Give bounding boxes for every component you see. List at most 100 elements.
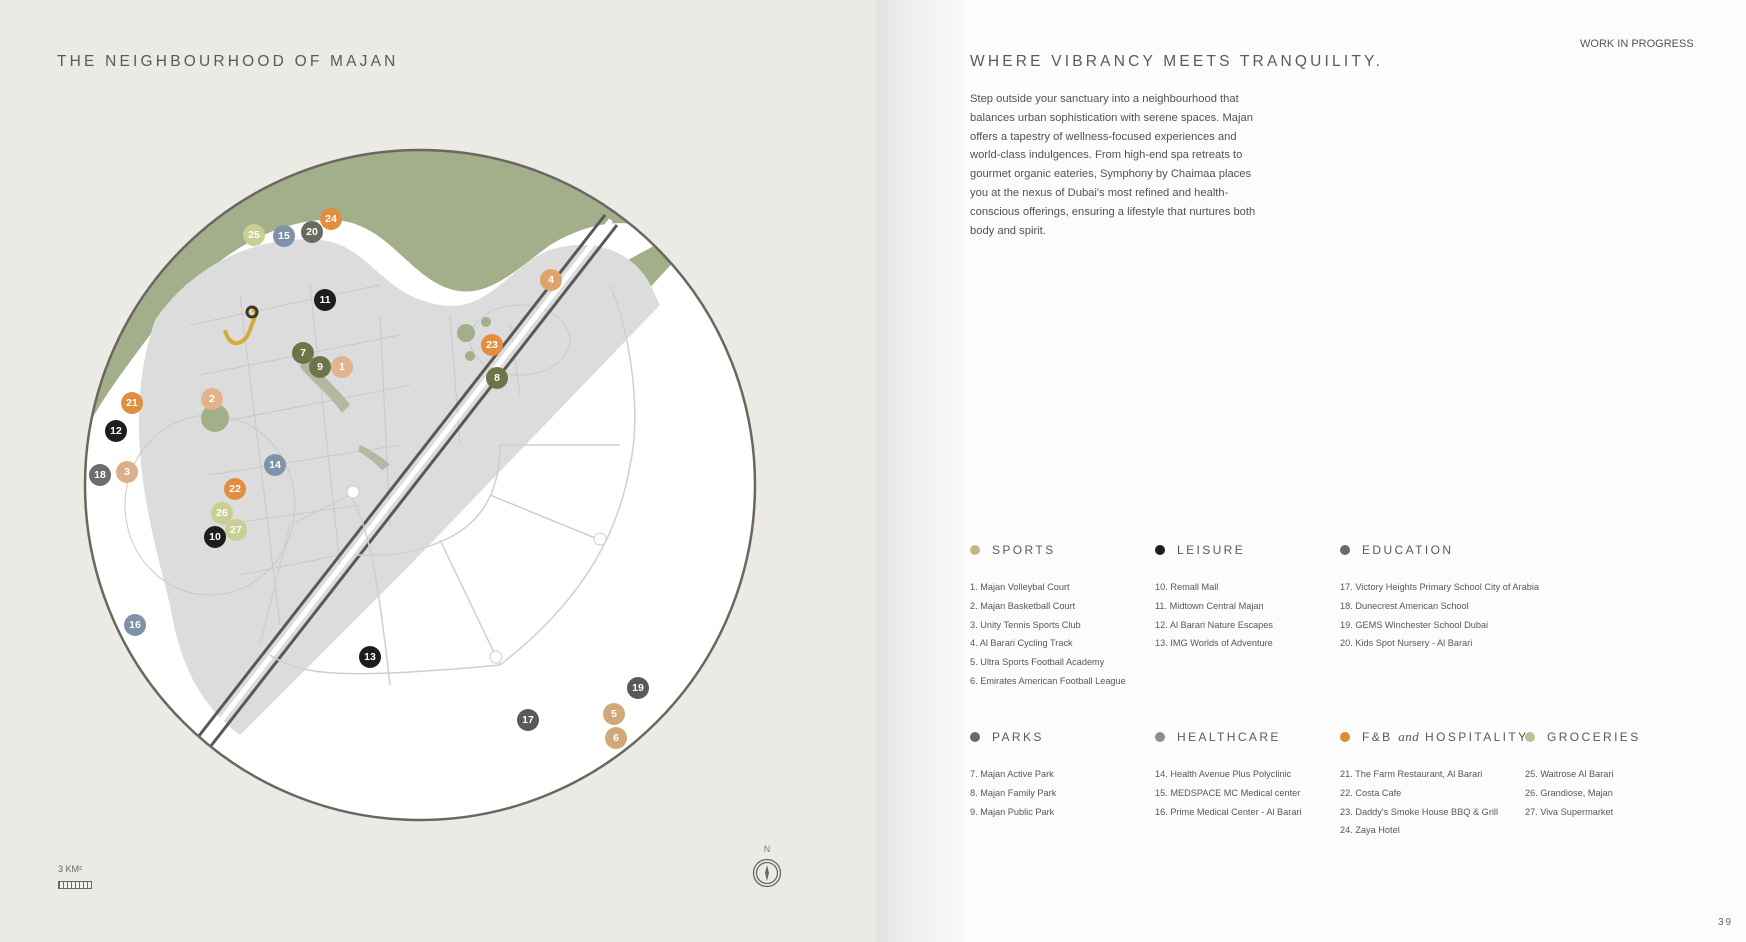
groceries-dot-icon bbox=[1525, 732, 1535, 742]
map-marker-2: 2 bbox=[201, 388, 223, 410]
compass-north-label: N bbox=[763, 844, 771, 854]
scale-label: 3 KM² bbox=[58, 864, 83, 874]
legend-item: 21. The Farm Restaurant, Al Barari bbox=[1340, 769, 1483, 779]
map-marker-20: 20 bbox=[301, 221, 323, 243]
legend-heading: PARKS bbox=[992, 730, 1044, 744]
heading-part: HOSPITALITY bbox=[1425, 730, 1529, 744]
legend-heading: EDUCATION bbox=[1362, 543, 1454, 557]
legend-item: 25. Waitrose Al Barari bbox=[1525, 769, 1614, 779]
map-marker-24: 24 bbox=[320, 208, 342, 230]
map-marker-1: 1 bbox=[331, 356, 353, 378]
intro-paragraph: Step outside your sanctuary into a neigh… bbox=[970, 93, 1256, 237]
legend-item: 26. Grandiose, Majan bbox=[1525, 787, 1613, 798]
legend-item: 4. Al Barari Cycling Track bbox=[970, 638, 1073, 649]
legend-item: 1. Majan Volleybal Court bbox=[970, 582, 1070, 592]
legend-item: 23. Daddy's Smoke House BBQ & Grill bbox=[1340, 806, 1499, 817]
legend-item: 6. Emirates American Football League bbox=[970, 675, 1126, 686]
legend-item: 2. Majan Basketball Court bbox=[970, 600, 1076, 611]
heading-part: and bbox=[1398, 729, 1420, 744]
map-marker-4: 4 bbox=[540, 269, 562, 291]
legend-item: 12. Al Barari Nature Escapes bbox=[1155, 619, 1273, 630]
map-marker-27: 27 bbox=[225, 519, 247, 541]
map-marker-5: 5 bbox=[603, 703, 625, 725]
map-marker-19: 19 bbox=[627, 677, 649, 699]
legend-item: 16. Prime Medical Center - Al Barari bbox=[1155, 806, 1302, 817]
legend-list: 21. The Farm Restaurant, Al Barari 22. Co… bbox=[1340, 765, 1529, 840]
legend-list: 25. Waitrose Al Barari 26. Grandiose, Maj… bbox=[1525, 765, 1641, 821]
legend-leisure: LEISURE 10. Remall Mall 11. Midtown Centr… bbox=[1155, 542, 1273, 653]
map-marker-26: 26 bbox=[211, 502, 233, 524]
map-marker-17: 17 bbox=[517, 709, 539, 731]
scale-ruler-icon bbox=[58, 881, 92, 889]
map-graphic bbox=[83, 148, 757, 822]
work-in-progress-label: WORK IN PROGRESS bbox=[1580, 38, 1694, 50]
legend-item: 18. Dunecrest American School bbox=[1340, 600, 1469, 611]
legend-groceries: GROCERIES 25. Waitrose Al Barari 26. Gran… bbox=[1525, 729, 1641, 821]
map-marker-7: 7 bbox=[292, 342, 314, 364]
legend-heading: HEALTHCARE bbox=[1177, 730, 1281, 744]
heading-part: F&B bbox=[1362, 730, 1393, 744]
right-page bbox=[966, 0, 1746, 942]
compass: N bbox=[752, 844, 782, 893]
legend-item: 3. Unity Tennis Sports Club bbox=[970, 619, 1081, 630]
map-marker-21: 21 bbox=[121, 392, 143, 414]
map-marker-10: 10 bbox=[204, 526, 226, 548]
fnb-dot-icon bbox=[1340, 732, 1350, 742]
legend-education: EDUCATION 17. Victory Heights Primary Sc… bbox=[1340, 542, 1539, 653]
parks-dot-icon bbox=[970, 732, 980, 742]
legend-item: 20. Kids Spot Nursery - Al Barari bbox=[1340, 638, 1473, 649]
page-number: 39 bbox=[1718, 917, 1734, 928]
map-marker-22: 22 bbox=[224, 478, 246, 500]
map-marker-11: 11 bbox=[314, 289, 336, 311]
legend-item: 8. Majan Family Park bbox=[970, 787, 1057, 798]
legend-item: 9. Majan Public Park bbox=[970, 806, 1055, 817]
left-page: THE NEIGHBOURHOOD OF MAJAN bbox=[0, 0, 876, 942]
legend-sports: SPORTS 1. Majan Volleybal Court 2. Majan … bbox=[970, 542, 1126, 691]
legend-fnb-hospitality: F&B and HOSPITALITY 21. The Farm Restaur… bbox=[1340, 729, 1529, 840]
legend-item: 10. Remall Mall bbox=[1155, 582, 1219, 592]
legend-item: 17. Victory Heights Primary School City … bbox=[1340, 582, 1539, 592]
legend-item: 24. Zaya Hotel bbox=[1340, 825, 1400, 836]
map-marker-18: 18 bbox=[89, 464, 111, 486]
map-marker-25: 25 bbox=[243, 224, 265, 246]
legend-item: 27. Viva Supermarket bbox=[1525, 806, 1614, 817]
map-marker-6: 6 bbox=[605, 727, 627, 749]
map-marker-3: 3 bbox=[116, 461, 138, 483]
map-marker-16: 16 bbox=[124, 614, 146, 636]
legend-item: 13. IMG Worlds of Adventure bbox=[1155, 638, 1273, 649]
map-marker-12: 12 bbox=[105, 420, 127, 442]
map-marker-14: 14 bbox=[264, 454, 286, 476]
legend-heading: F&B and HOSPITALITY bbox=[1362, 729, 1529, 745]
legend-item: 15. MEDSPACE MC Medical center bbox=[1155, 787, 1301, 798]
legend-heading: SPORTS bbox=[992, 543, 1056, 557]
legend-heading: GROCERIES bbox=[1547, 730, 1641, 744]
legend-item: 7. Majan Active Park bbox=[970, 769, 1054, 779]
legend-healthcare: HEALTHCARE 14. Health Avenue Plus Polycl… bbox=[1155, 729, 1302, 821]
legend-item: 11. Midtown Central Majan bbox=[1155, 600, 1264, 611]
map-marker-23: 23 bbox=[481, 334, 503, 356]
legend-list: 10. Remall Mall 11. Midtown Central Majan… bbox=[1155, 578, 1273, 653]
healthcare-dot-icon bbox=[1155, 732, 1165, 742]
leisure-dot-icon bbox=[1155, 545, 1165, 555]
map-marker-9: 9 bbox=[309, 356, 331, 378]
legend-list: 14. Health Avenue Plus Polyclinic 15. MED… bbox=[1155, 765, 1302, 821]
map-marker-15: 15 bbox=[273, 225, 295, 247]
legend-list: 7. Majan Active Park 8. Majan Family Park… bbox=[970, 765, 1056, 821]
legend-item: 19. GEMS Winchester School Dubai bbox=[1340, 619, 1489, 630]
book-spine bbox=[876, 0, 966, 942]
map-marker-13: 13 bbox=[359, 646, 381, 668]
map-marker-8: 8 bbox=[486, 367, 508, 389]
education-dot-icon bbox=[1340, 545, 1350, 555]
compass-icon bbox=[752, 858, 782, 888]
legend-parks: PARKS 7. Majan Active Park 8. Majan Famil… bbox=[970, 729, 1056, 821]
legend-heading: LEISURE bbox=[1177, 543, 1246, 557]
legend-item: 22. Costa Cafe bbox=[1340, 787, 1402, 798]
legend-item: 5. Ultra Sports Football Academy bbox=[970, 657, 1105, 668]
legend-list: 17. Victory Heights Primary School City … bbox=[1340, 578, 1539, 653]
sports-dot-icon bbox=[970, 545, 980, 555]
legend-list: 1. Majan Volleybal Court 2. Majan Basketb… bbox=[970, 578, 1126, 691]
page-title-right: WHERE VIBRANCY MEETS TRANQUILITY. bbox=[970, 53, 1384, 70]
legend-item: 14. Health Avenue Plus Polyclinic bbox=[1155, 769, 1292, 779]
page-title-left: THE NEIGHBOURHOOD OF MAJAN bbox=[57, 53, 399, 70]
